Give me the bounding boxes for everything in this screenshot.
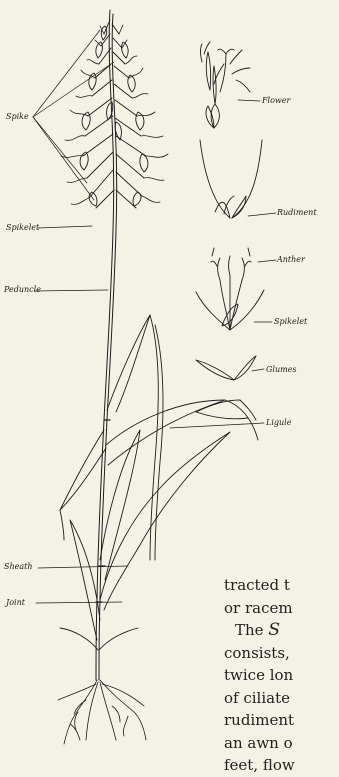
page: Spike Spikelet Peduncle Flower Rudiment … bbox=[0, 0, 339, 747]
text-line: twice lon bbox=[224, 664, 339, 687]
text-line: rudiment bbox=[224, 709, 339, 732]
spike-panicle bbox=[61, 10, 168, 230]
roots bbox=[58, 680, 146, 744]
label-sheath: Sheath bbox=[4, 563, 33, 571]
ligule-detail bbox=[196, 400, 256, 420]
label-spikelet-detail: Spikelet bbox=[274, 318, 307, 326]
glumes-detail bbox=[196, 356, 256, 380]
text-line: feet, flow bbox=[224, 754, 339, 777]
label-joint: Joint bbox=[6, 599, 25, 607]
rudiment-detail bbox=[200, 140, 262, 218]
label-ligule: Ligule bbox=[266, 419, 291, 427]
body-text: tracted t or racem The S consists, twice… bbox=[224, 574, 339, 777]
text-line: tracted t bbox=[224, 574, 339, 597]
text-fragment-italic: S bbox=[268, 620, 280, 640]
text-line: The S bbox=[224, 619, 339, 642]
label-peduncle: Peduncle bbox=[4, 286, 41, 294]
text-line: consists, bbox=[224, 642, 339, 665]
label-glumes: Glumes bbox=[266, 366, 297, 374]
label-pointer-lines bbox=[33, 30, 276, 603]
text-fragment: The bbox=[235, 621, 268, 639]
label-anther: Anther bbox=[277, 256, 305, 264]
flower-detail bbox=[201, 42, 251, 128]
label-spikelet: Spikelet bbox=[6, 224, 39, 232]
text-line: or racem bbox=[224, 597, 339, 620]
text-line: of ciliate bbox=[224, 687, 339, 710]
label-rudiment: Rudiment bbox=[277, 209, 317, 217]
text-line: an awn o bbox=[224, 732, 339, 755]
anther-detail bbox=[196, 248, 264, 330]
label-spike: Spike bbox=[6, 113, 29, 121]
label-flower: Flower bbox=[262, 97, 290, 105]
